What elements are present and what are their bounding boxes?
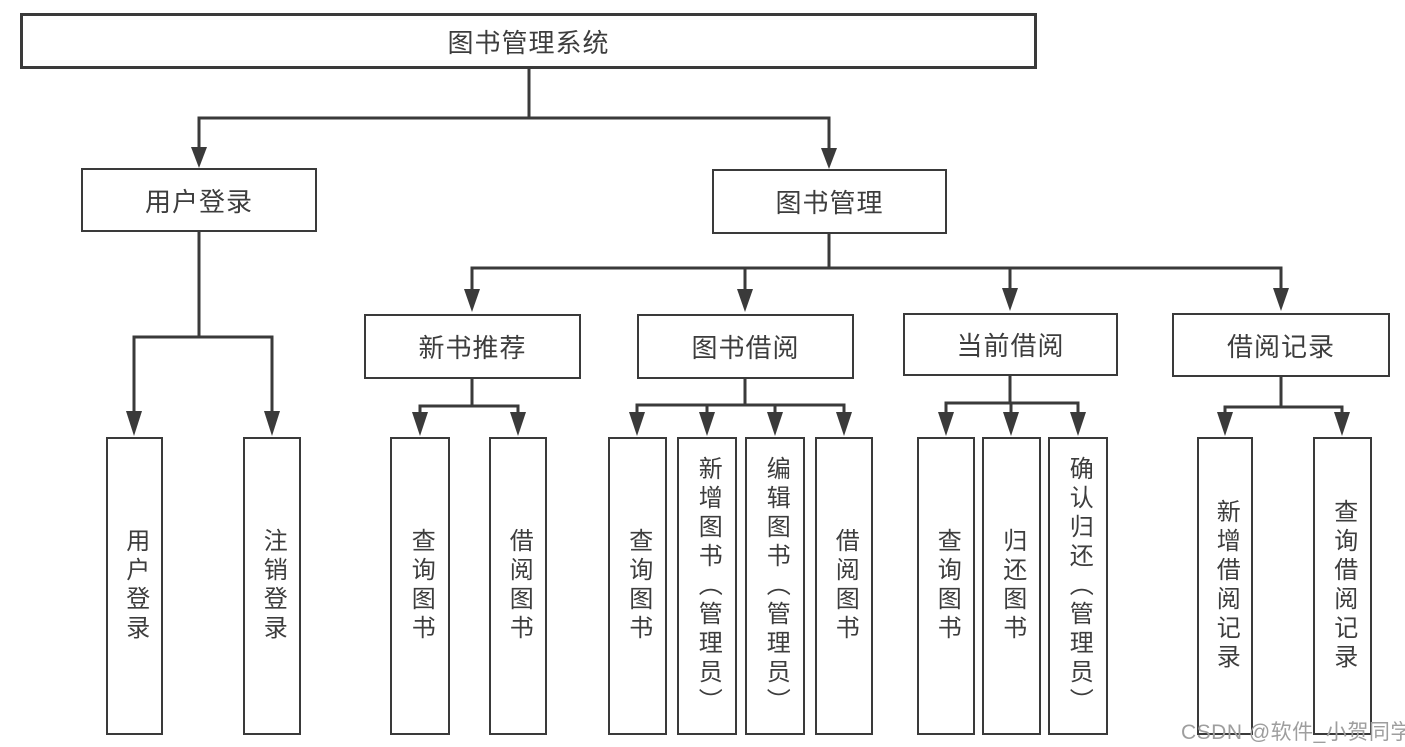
leaf-add-borrow-record-label: 新增借阅记录 [1212, 499, 1240, 673]
leaf-query-books-1: 查询图书 [390, 437, 450, 735]
node-user-login: 用户登录 [81, 168, 317, 232]
node-new-book-recommend-label: 新书推荐 [418, 333, 527, 363]
leaf-borrow-books-1: 借阅图书 [489, 437, 547, 735]
node-current-borrowing: 当前借阅 [903, 313, 1118, 376]
connector-new-book-recommend-children [412, 377, 526, 436]
connector-book-management-children [464, 232, 1289, 312]
node-current-borrowing-label: 当前借阅 [956, 331, 1065, 361]
node-new-book-recommend: 新书推荐 [364, 314, 581, 379]
leaf-logout-label: 注销登录 [259, 528, 287, 644]
node-user-login-label: 用户登录 [144, 186, 253, 217]
connector-book-borrowing-children [629, 377, 852, 436]
node-root-label: 图书管理系统 [447, 27, 610, 58]
leaf-borrow-books-2-label: 借阅图书 [831, 528, 859, 644]
leaf-logout: 注销登录 [243, 437, 301, 735]
node-root: 图书管理系统 [20, 13, 1037, 69]
node-book-management-label: 图书管理 [775, 188, 884, 218]
leaf-query-books-1-label: 查询图书 [407, 528, 435, 644]
connector-user-login-children [126, 230, 280, 436]
leaf-add-book-admin-label: 新增图书（管理员） [694, 455, 722, 717]
leaf-borrow-books-1-label: 借阅图书 [505, 528, 533, 644]
leaf-query-books-2-label: 查询图书 [624, 528, 652, 644]
node-book-borrowing-label: 图书借阅 [691, 333, 800, 363]
leaf-confirm-return-admin: 确认归还（管理员） [1048, 437, 1108, 735]
node-borrowing-records-label: 借阅记录 [1226, 331, 1335, 362]
leaf-query-borrow-record: 查询借阅记录 [1313, 437, 1372, 735]
leaf-add-book-admin: 新增图书（管理员） [677, 437, 737, 735]
watermark: CSDN @软件_小贺同学 [1181, 721, 1405, 744]
connector-borrowing-records-children [1217, 375, 1350, 436]
leaf-query-books-3: 查询图书 [917, 437, 975, 735]
node-book-borrowing: 图书借阅 [637, 314, 854, 379]
leaf-add-borrow-record: 新增借阅记录 [1197, 437, 1253, 735]
leaf-user-login-label: 用户登录 [121, 528, 149, 644]
connector-current-borrowing-children [938, 374, 1086, 436]
leaf-borrow-books-2: 借阅图书 [815, 437, 873, 735]
leaf-query-books-3-label: 查询图书 [933, 528, 961, 644]
leaf-return-book-label: 归还图书 [998, 528, 1026, 644]
node-book-management: 图书管理 [712, 169, 947, 234]
leaf-edit-book-admin-label: 编辑图书（管理员） [762, 455, 790, 717]
leaf-edit-book-admin: 编辑图书（管理员） [745, 437, 805, 735]
leaf-query-borrow-record-label: 查询借阅记录 [1329, 499, 1357, 673]
leaf-confirm-return-admin-label: 确认归还（管理员） [1065, 455, 1093, 717]
leaf-return-book: 归还图书 [982, 437, 1041, 735]
leaf-user-login: 用户登录 [106, 437, 163, 735]
connector-root-to-level2 [191, 67, 837, 169]
node-borrowing-records: 借阅记录 [1172, 313, 1390, 377]
leaf-query-books-2: 查询图书 [608, 437, 667, 735]
